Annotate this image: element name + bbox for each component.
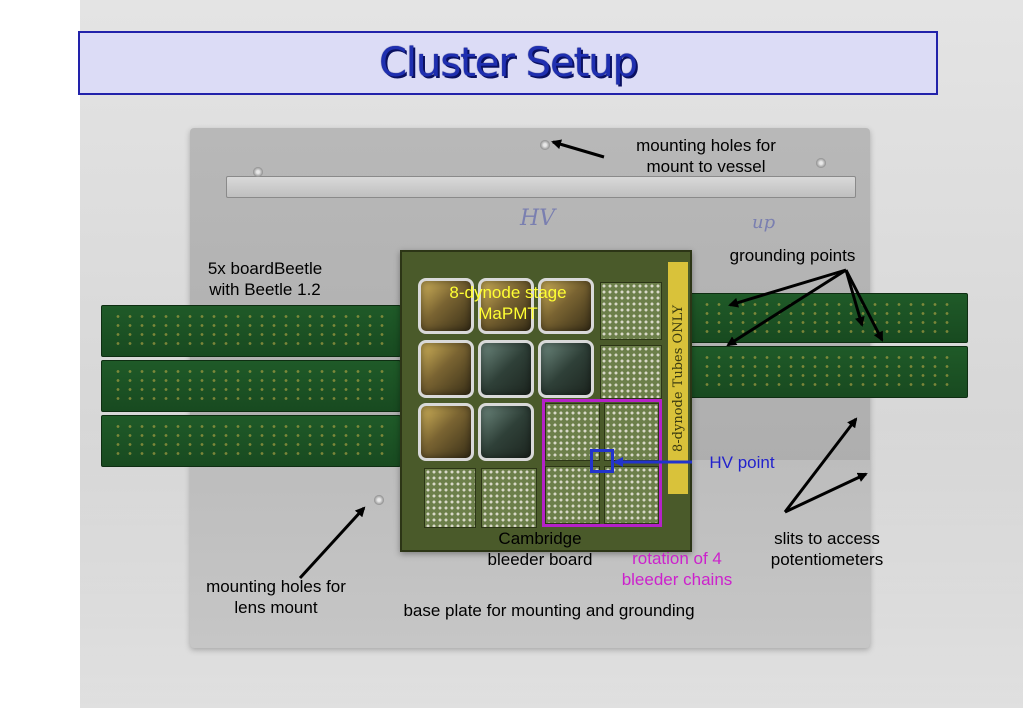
ruler xyxy=(226,176,856,198)
handwritten-up: up xyxy=(752,212,776,233)
pmt-tube xyxy=(418,278,474,334)
title-bar: Cluster Setup xyxy=(78,31,938,95)
beetle-board xyxy=(101,415,401,467)
label-lens-mount: mounting holes for lens mount xyxy=(206,577,346,617)
pin-grid xyxy=(424,468,476,528)
pin-grid xyxy=(600,345,662,399)
label-rotation-bleeder: rotation of 4 bleeder chains xyxy=(621,549,733,589)
screw-icon xyxy=(253,167,263,177)
pmt-tube xyxy=(418,403,474,461)
label-beetle-boards: 5x boardBeetle with Beetle 1.2 xyxy=(207,259,323,299)
pmt-tube xyxy=(538,278,594,334)
slide-title: Cluster Setup xyxy=(378,40,638,86)
pin-grid xyxy=(604,466,659,524)
pmt-tube xyxy=(418,340,474,398)
pmt-tube xyxy=(478,278,534,334)
pmt-tube xyxy=(478,403,534,461)
pmt-tube xyxy=(478,340,534,398)
pin-grid xyxy=(600,282,662,340)
hv-point-highlight-box xyxy=(590,449,614,473)
label-slits: slits to access potentiometers xyxy=(770,529,884,569)
mounting-hole-icon xyxy=(374,495,384,505)
label-base-plate: base plate for mounting and grounding xyxy=(403,601,695,620)
label-hv-point: HV point xyxy=(709,453,775,472)
pin-grid xyxy=(481,468,537,528)
label-cambridge-bleeder: Cambridge bleeder board xyxy=(487,529,593,569)
label-mapmt: 8-dynode stage MaPMT xyxy=(449,283,567,323)
pmt-tube xyxy=(538,340,594,398)
label-grounding-points: grounding points xyxy=(729,246,856,265)
beetle-board xyxy=(690,346,968,398)
handwritten-hv: HV xyxy=(520,206,556,231)
tubes-only-strip xyxy=(668,262,688,494)
mounting-hole-icon xyxy=(540,140,550,150)
label-mounting-holes-vessel: mounting holes for mount to vessel xyxy=(636,136,776,176)
tubes-only-label-wrap: 8-dynode Tubes ONLY xyxy=(668,262,688,494)
pin-grid xyxy=(545,466,600,524)
beetle-board xyxy=(101,360,401,412)
beetle-board xyxy=(690,293,968,343)
beetle-board xyxy=(101,305,401,357)
tubes-only-label: 8-dynode Tubes ONLY xyxy=(670,304,686,452)
screw-icon xyxy=(816,158,826,168)
